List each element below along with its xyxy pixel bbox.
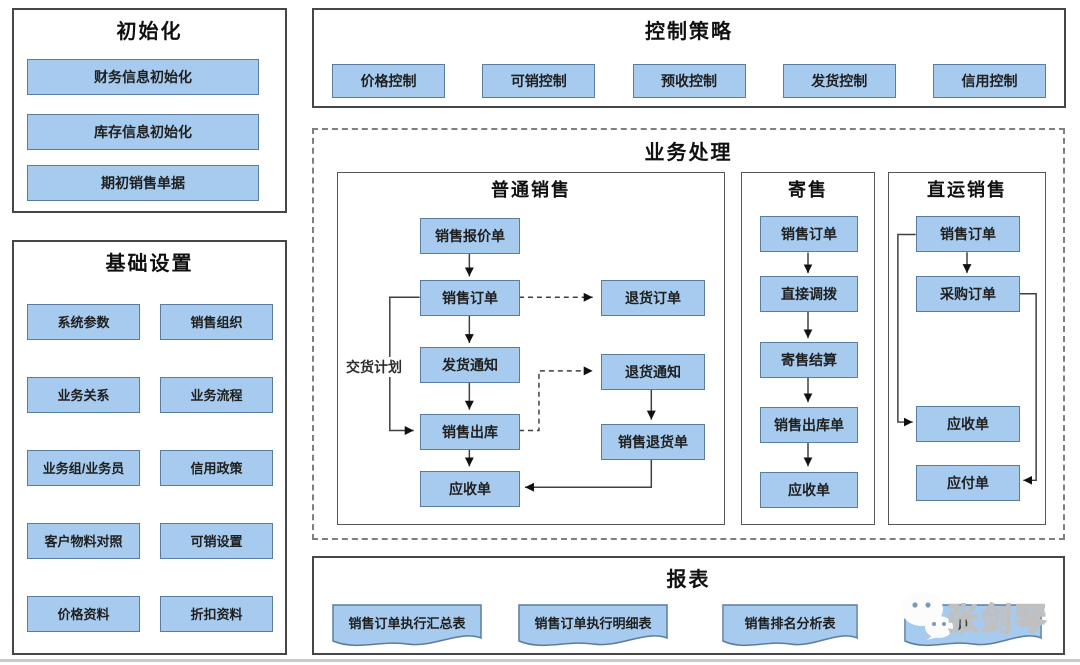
section-business-processing-title: 业务处理 — [644, 142, 733, 164]
flow-connectors-normal — [389, 253, 656, 492]
node-credit-policy: 信用政策 — [160, 450, 273, 486]
section-initialization-title: 初始化 — [116, 21, 183, 43]
node-price-control: 价格控制 — [332, 64, 445, 98]
node-business-relation: 业务关系 — [27, 377, 140, 413]
control-items-row: 价格控制 可销控制 预收控制 发货控制 信用控制 — [332, 64, 1046, 98]
node-sellable-setting: 可销设置 — [160, 523, 273, 559]
section-basic-settings-title: 基础设置 — [105, 253, 194, 275]
node-price-data: 价格资料 — [27, 596, 140, 632]
node-return-order: 退货订单 — [601, 280, 705, 316]
node-sales-outbound: 销售出库 — [420, 414, 520, 450]
node-return-notice: 退货通知 — [601, 354, 705, 390]
node-purchase-order: 采购订单 — [916, 276, 1020, 312]
node-sales-org: 销售组织 — [160, 304, 273, 340]
report-label: 销售订单执行汇总表 — [348, 616, 466, 631]
node-shipping-control: 发货控制 — [782, 64, 896, 98]
report-order-exec-summary: 销售订单执行汇总表 — [332, 604, 482, 648]
normal-sales-title: 普通销售 — [491, 180, 571, 200]
node-inventory-init: 库存信息初始化 — [27, 114, 259, 150]
section-basic-settings: 基础设置 系统参数 销售组织 业务关系 业务流程 业务组/业务员 信用政策 客户… — [12, 240, 287, 655]
consignment-title: 寄售 — [788, 180, 828, 200]
report-order-exec-detail: 销售订单执行明细表 — [518, 604, 668, 648]
document-shape — [332, 604, 482, 647]
basic-settings-grid: 系统参数 销售组织 业务关系 业务流程 业务组/业务员 信用政策 客户物料对照 … — [27, 304, 273, 632]
node-consign-settlement: 寄售结算 — [760, 342, 858, 378]
node-opening-sales-docs: 期初销售单据 — [27, 165, 259, 201]
node-system-params: 系统参数 — [27, 304, 140, 340]
section-business-processing: 业务处理 普通销售 销售报价单 销售订单 退货订单 发货通知 — [312, 128, 1065, 540]
direct-sales-title: 直运销售 — [927, 180, 1007, 200]
document-shape — [722, 604, 858, 647]
flow-connectors-direct — [897, 233, 1037, 485]
report-label-fragment: 算 — [956, 617, 970, 632]
node-direct-transfer: 直接调拨 — [760, 276, 858, 312]
node-sales-order: 销售订单 — [420, 280, 520, 316]
subsection-direct-sales: 直运销售 销售订单 采购订单 应收单 应付单 — [888, 172, 1046, 525]
watermark: 张剑琴 — [897, 590, 1049, 642]
section-reports: 报表 销售订单执行汇总表 销售订单执行明细表 销售排名分析表 算 — [312, 556, 1065, 655]
node-direct-sales-order: 销售订单 — [916, 216, 1020, 252]
node-customer-material-map: 客户物料对照 — [27, 523, 140, 559]
node-payable: 应付单 — [916, 465, 1020, 501]
node-consign-sales-order: 销售订单 — [760, 216, 858, 252]
bottom-divider — [0, 659, 1080, 662]
node-consign-receivable: 应收单 — [760, 472, 858, 508]
subsection-consignment: 寄售 销售订单 直接调拨 寄售结算 销售出库单 应收单 — [741, 172, 875, 525]
delivery-plan-label: 交货计划 — [342, 357, 406, 377]
wechat-icon — [901, 592, 953, 640]
subsection-normal-sales: 普通销售 销售报价单 销售订单 退货订单 发货通知 退货通知 销售出库 — [337, 172, 725, 525]
flow-connectors-consign — [803, 252, 813, 467]
document-shape — [518, 604, 668, 647]
node-sales-quote: 销售报价单 — [420, 218, 520, 254]
watermark-text: 张剑琴 — [946, 601, 1049, 637]
section-control-strategy: 控制策略 价格控制 可销控制 预收控制 发货控制 信用控制 — [312, 8, 1066, 108]
report-label: 销售订单执行明细表 — [534, 616, 652, 631]
node-credit-control: 信用控制 — [933, 64, 1046, 98]
node-business-flow: 业务流程 — [160, 377, 273, 413]
report-label: 销售排名分析表 — [744, 616, 836, 631]
node-delivery-notice: 发货通知 — [420, 347, 520, 383]
node-prepay-control: 预收控制 — [632, 64, 746, 98]
node-sales-outbound-doc: 销售出库单 — [760, 407, 858, 443]
node-discount-data: 折扣资料 — [160, 596, 273, 632]
node-finance-init: 财务信息初始化 — [27, 59, 259, 95]
section-control-title: 控制策略 — [645, 21, 733, 43]
node-business-group: 业务组/业务员 — [27, 450, 140, 486]
node-direct-receivable: 应收单 — [916, 406, 1020, 442]
report-sales-ranking: 销售排名分析表 — [722, 604, 858, 648]
section-reports-title: 报表 — [666, 569, 711, 591]
section-initialization: 初始化 财务信息初始化 库存信息初始化 期初销售单据 — [12, 8, 287, 213]
node-receivable: 应收单 — [420, 471, 520, 507]
node-sales-return-doc: 销售退货单 — [601, 424, 705, 460]
node-sellable-control: 可销控制 — [482, 64, 596, 98]
